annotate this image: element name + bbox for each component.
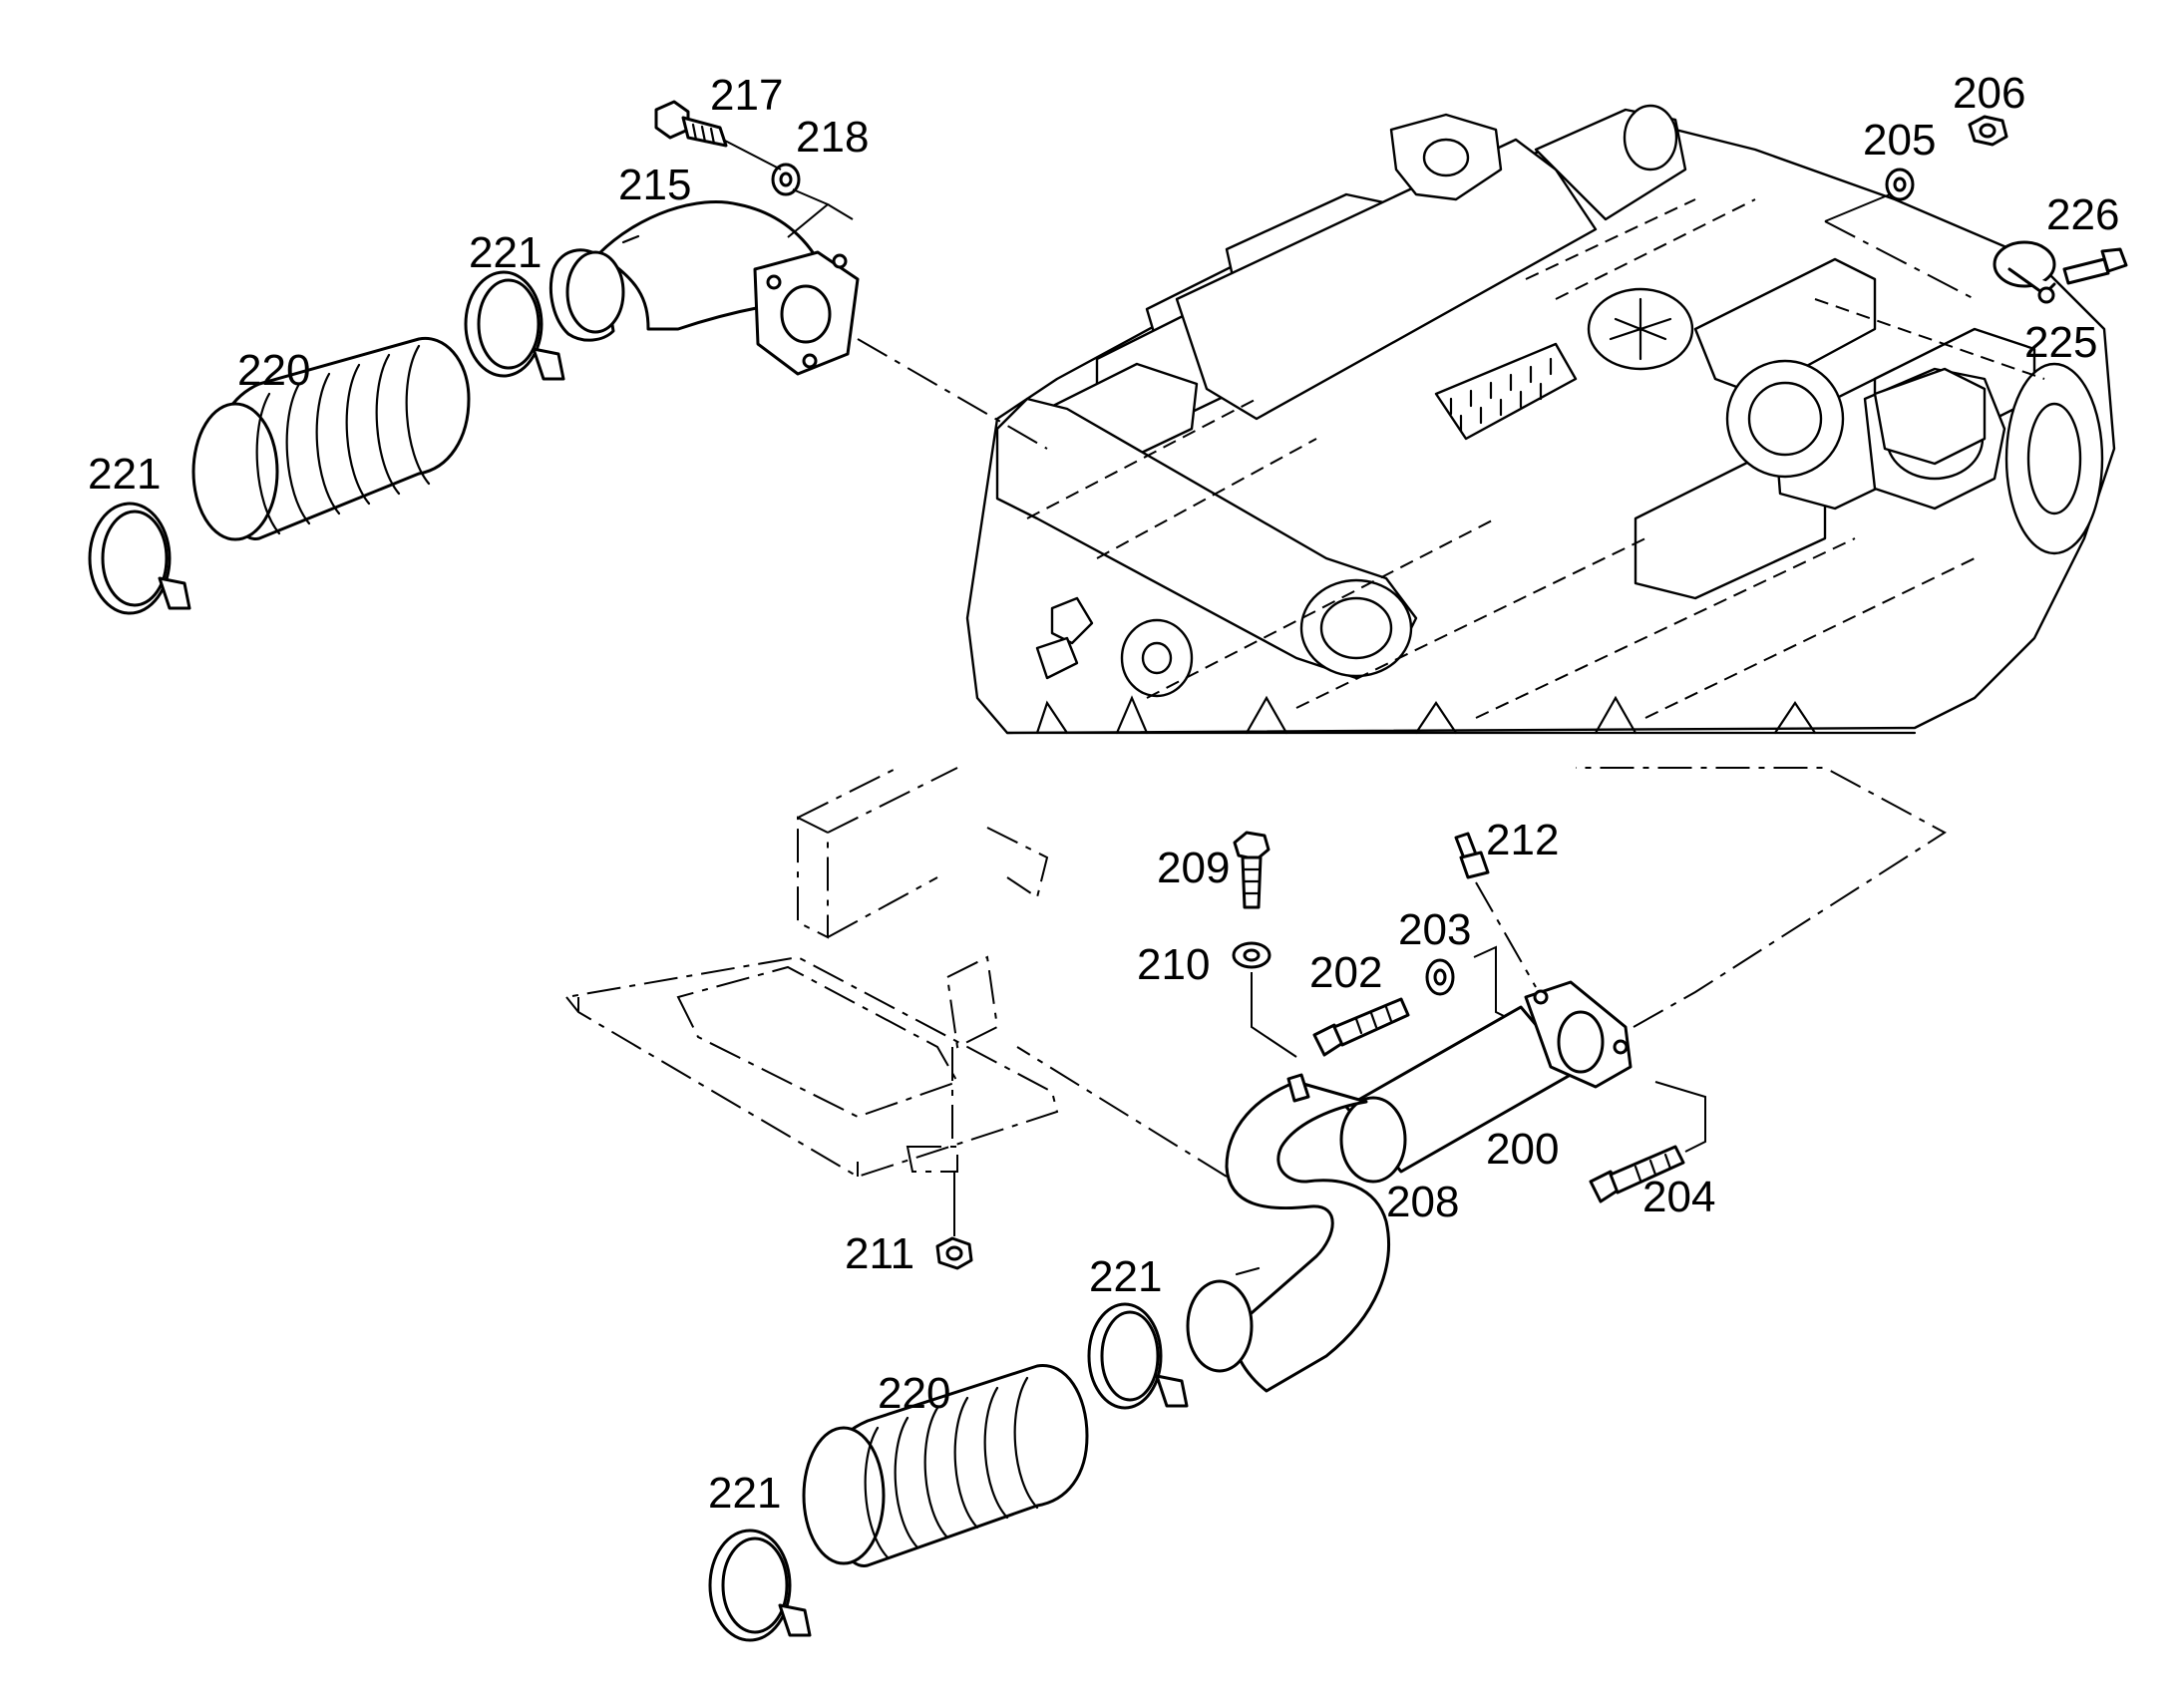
callout-202: 202: [1309, 948, 1382, 997]
washer-203: [1425, 958, 1455, 996]
callout-220: 220: [878, 1369, 950, 1418]
nut-206: [1968, 115, 2008, 147]
bolt-202: [1312, 997, 1410, 1057]
bolt-204: [1589, 1145, 1685, 1203]
bolt-217: [654, 100, 728, 148]
bolt-209: [1233, 831, 1271, 909]
hose-clamp-221-upper-outer: [88, 502, 191, 615]
washer-218: [771, 163, 801, 196]
callout-221: 221: [708, 1469, 781, 1518]
callout-211: 211: [845, 1229, 914, 1278]
nut-211: [935, 1236, 973, 1270]
callout-226: 226: [2046, 190, 2119, 239]
callout-215: 215: [618, 161, 691, 209]
callout-217: 217: [710, 71, 783, 120]
callout-221: 221: [1089, 1252, 1162, 1301]
callout-208: 208: [1386, 1178, 1459, 1226]
clamp-225: [1993, 240, 2056, 304]
bellows-hose-220-upper: [191, 336, 471, 541]
exhaust-pipe-200: [1339, 980, 1633, 1184]
callout-220: 220: [237, 346, 310, 395]
engine-block: [965, 104, 2116, 735]
hose-clamp-221-lower-inner: [1087, 1302, 1189, 1410]
callout-205: 205: [1863, 116, 1936, 165]
hose-clamp-221-upper-inner: [464, 270, 565, 381]
callout-221: 221: [88, 450, 161, 499]
callout-labels: 217 218 215 221 220 221 206 205 226 225 …: [88, 69, 2119, 1518]
callout-209: 209: [1157, 844, 1230, 892]
washer-205: [1885, 168, 1915, 201]
callout-225: 225: [2024, 318, 2097, 367]
callout-206: 206: [1953, 69, 2025, 118]
callout-200: 200: [1486, 1125, 1559, 1174]
callout-204: 204: [1642, 1173, 1715, 1221]
callout-221: 221: [469, 228, 542, 277]
stud-212: [1454, 832, 1490, 879]
bolt-226: [2062, 247, 2128, 285]
bellows-hose-220-lower: [802, 1364, 1089, 1567]
callout-203: 203: [1398, 905, 1471, 954]
washer-210: [1232, 941, 1272, 969]
elbow-pipe-215: [548, 199, 860, 376]
s-bend-pipe-208: [1186, 1073, 1390, 1393]
hose-clamp-221-lower-outer: [708, 1529, 812, 1642]
mounting-bracket-plate: [564, 767, 1059, 1179]
callout-210: 210: [1137, 940, 1210, 989]
callout-218: 218: [796, 113, 869, 162]
callout-212: 212: [1486, 816, 1559, 864]
